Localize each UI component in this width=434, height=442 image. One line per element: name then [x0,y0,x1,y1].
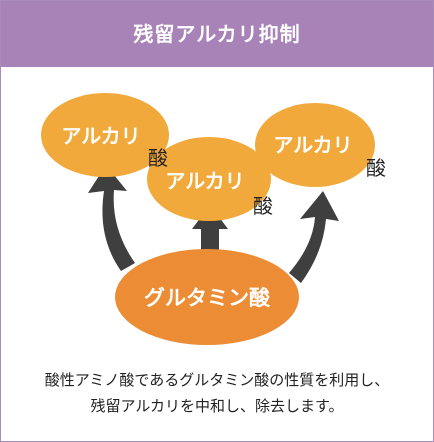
alkali-label-right: アルカリ [273,133,352,157]
alkali-ellipse-left [41,93,169,177]
page-title: 残留アルカリ抑制 [1,1,433,67]
alkali-label-center: アルカリ [165,169,244,193]
alkali-ellipse-right [255,103,375,187]
description-caption: 酸性アミノ酸であるグルタミン酸の性質を利用し、 残留アルカリを中和し、除去します… [15,367,419,419]
alkali-label-left: アルカリ [61,124,140,148]
arrow-right [289,191,339,283]
caption-line-2: 残留アルカリを中和し、除去します。 [90,397,344,415]
neutralization-diagram: アルカリ 酸 アルカリ 酸 アルカリ 酸 グルタミン酸 [41,93,386,345]
acid-label-right: 酸 [366,156,386,180]
glutamic-label: グルタミン酸 [144,286,271,310]
alkali-ellipse-center [147,137,271,221]
glutamic-ellipse [115,249,299,345]
caption-line-1: 酸性アミノ酸であるグルタミン酸の性質を利用し、 [44,371,390,389]
acid-label-left: 酸 [148,146,168,170]
arrow-left [88,165,135,271]
acid-label-center: 酸 [253,194,273,218]
